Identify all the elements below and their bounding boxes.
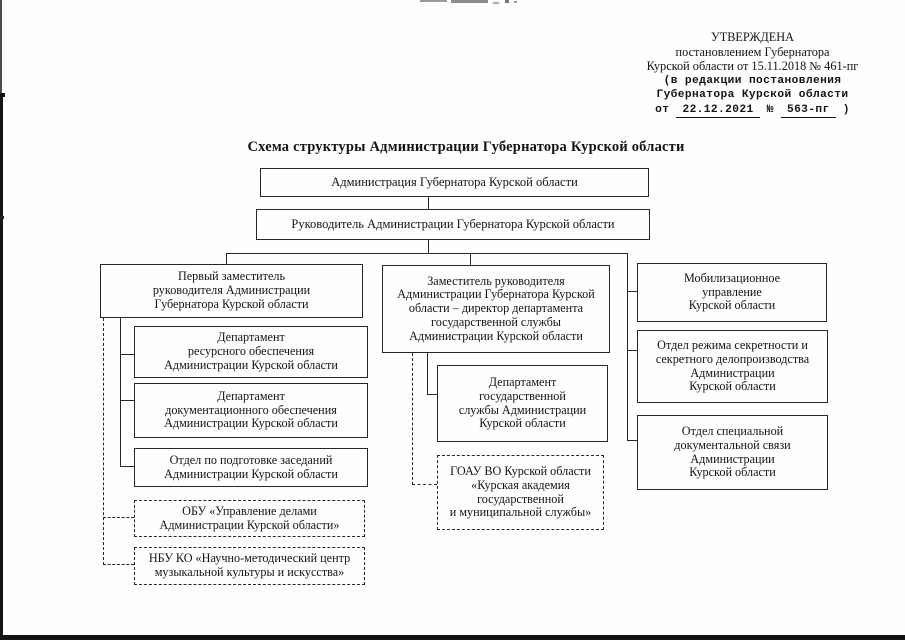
- node-text-line: управление: [702, 284, 762, 299]
- connector-drop-deputy-director: [470, 253, 471, 265]
- connector-left-spine: [120, 318, 121, 467]
- node-text-line: Администрации Курской области»: [159, 517, 340, 532]
- node-text-line: Отдел режима секретности и: [657, 338, 808, 353]
- node-obu-administration-affairs: ОБУ «Управление делами Администрации Кур…: [134, 500, 365, 537]
- connector-stub-goau: [412, 484, 437, 485]
- node-deputy-head-civil-service-director: Заместитель руководителя Администрации Г…: [382, 265, 610, 353]
- approval-suffix: ): [835, 103, 850, 116]
- connector-admin-head: [428, 197, 429, 209]
- node-nbu-music-culture-center: НБУ КО «Научно-методический центр музыка…: [134, 547, 365, 585]
- node-text-line: Администрации: [690, 365, 775, 380]
- node-text-line: Администрации Курской области: [409, 328, 583, 343]
- connector-mid-spine: [427, 353, 428, 395]
- node-text-line: Администрации: [690, 451, 775, 466]
- approval-line: УТВЕРЖДЕНА: [710, 30, 795, 44]
- connector-branch-horizontal: [226, 253, 628, 254]
- node-text-line: Курской области: [479, 416, 566, 431]
- node-text-line: Департамент: [488, 375, 557, 390]
- approval-date-fill: 22.12.2021: [676, 103, 760, 118]
- connector-stub-dept-civil: [427, 394, 437, 395]
- scan-mark: [420, 0, 447, 2]
- connector-stub-mobilization: [627, 291, 637, 292]
- node-text-line: государственной службы: [431, 314, 561, 329]
- connector-stub-special-comm: [627, 440, 637, 441]
- node-text-line: Администрации Курской области: [164, 357, 338, 372]
- connector-right-spine: [627, 253, 628, 441]
- node-secrecy-regime-dept: Отдел режима секретности и секретного де…: [637, 330, 828, 403]
- node-text-line: НБУ КО «Научно-методический центр: [148, 551, 351, 566]
- approval-stamp: УТВЕРЖДЕНА постановлением Губернатора Ку…: [600, 30, 905, 118]
- node-first-deputy: Первый заместитель руководителя Админист…: [100, 264, 363, 318]
- node-text-line: Курской области: [688, 298, 776, 313]
- node-text-line: Администрация Губернатора Курской област…: [331, 174, 578, 189]
- node-text-line: ресурсного обеспечения: [187, 344, 315, 359]
- node-text-line: Мобилизационное: [683, 270, 780, 285]
- connector-stub-dept-resource: [120, 354, 134, 355]
- node-text-line: Департамент: [217, 388, 285, 403]
- connector-head-branch: [428, 240, 429, 254]
- scan-notch: [0, 93, 5, 97]
- node-text-line: Руководитель Администрации Губернатора К…: [291, 216, 615, 231]
- connector-left-dashed-spine: [103, 318, 104, 565]
- node-text-line: области – директор департамента: [408, 301, 584, 316]
- connector-stub-secrecy: [627, 350, 637, 351]
- approval-prefix: от: [655, 103, 677, 116]
- node-text-line: Администрации Курской области: [164, 466, 338, 481]
- approval-line: постановлением Губернатора: [675, 44, 830, 59]
- node-text-line: Отдел специальной: [681, 424, 784, 439]
- node-administration: Администрация Губернатора Курской област…: [260, 168, 649, 197]
- approval-mid: №: [759, 103, 781, 116]
- connector-mid-dashed-spine: [412, 353, 413, 485]
- node-dept-meeting-preparation: Отдел по подготовке заседаний Администра…: [134, 448, 368, 487]
- node-mobilization-directorate: Мобилизационное управление Курской облас…: [637, 263, 827, 322]
- node-text-line: и муниципальной службы»: [449, 505, 592, 520]
- node-text-line: государственной: [477, 491, 564, 506]
- node-text-line: руководителя Администрации: [152, 283, 311, 298]
- connector-stub-obu: [103, 517, 134, 518]
- scan-notch: [0, 216, 4, 219]
- node-text-line: секретного делопроизводства: [655, 351, 810, 366]
- node-head-of-administration: Руководитель Администрации Губернатора К…: [256, 209, 650, 240]
- connector-stub-dept-docs: [120, 400, 134, 401]
- node-text-line: Курской области: [689, 379, 776, 394]
- node-text-line: государственной: [479, 388, 566, 403]
- page-title: Схема структуры Администрации Губернатор…: [247, 139, 685, 155]
- scan-mark: [514, 1, 517, 3]
- node-dept-civil-service: Департамент государственной службы Админ…: [437, 365, 608, 442]
- node-dept-documentation-support: Департамент документационного обеспечени…: [134, 383, 368, 438]
- node-text-line: документальной связи: [674, 437, 791, 452]
- scan-edge-bottom: [0, 635, 905, 640]
- approval-line-fillin: от 22.12.2021 № 563-пг ): [600, 103, 905, 118]
- scan-mark: [451, 0, 488, 3]
- scan-mark: [505, 0, 509, 3]
- node-text-line: Отдел по подготовке заседаний: [169, 452, 333, 467]
- node-text-line: Администрации Губернатора Курской: [397, 287, 595, 302]
- node-special-document-comm-dept: Отдел специальной документальной связи А…: [637, 415, 828, 490]
- node-text-line: Заместитель руководителя: [427, 273, 565, 288]
- approval-number-fill: 563-пг: [780, 103, 836, 118]
- node-text-line: Курской области: [689, 465, 776, 480]
- node-text-line: ГОАУ ВО Курской области: [450, 464, 591, 479]
- node-dept-resource-support: Департамент ресурсного обеспечения Админ…: [134, 326, 368, 378]
- node-text-line: документационного обеспечения: [165, 402, 337, 417]
- node-text-line: службы Администрации: [458, 402, 587, 417]
- node-text-line: музыкальной культуры и искусства»: [154, 565, 345, 579]
- approval-line: Курской области от 15.11.2018 № 461-пг: [646, 59, 859, 73]
- connector-stub-nbu: [103, 564, 134, 565]
- connector-stub-dept-meetings: [120, 466, 134, 467]
- approval-line: (в редакции постановления: [663, 74, 842, 87]
- scan-edge-left-dark: [0, 95, 3, 640]
- node-text-line: Департамент: [217, 330, 285, 345]
- scan-mark: [493, 2, 499, 4]
- node-text-line: «Курская академия: [471, 477, 570, 492]
- node-text-line: Губернатора Курской области: [154, 296, 309, 311]
- approval-line: Губернатора Курской области: [656, 89, 849, 101]
- node-text-line: Первый заместитель: [177, 269, 286, 284]
- connector-drop-first-deputy: [226, 253, 227, 264]
- node-text-line: Администрации Курской области: [164, 416, 338, 431]
- node-text-line: ОБУ «Управление делами: [182, 503, 317, 518]
- node-goau-kursk-academy: ГОАУ ВО Курской области «Курская академи…: [437, 455, 604, 530]
